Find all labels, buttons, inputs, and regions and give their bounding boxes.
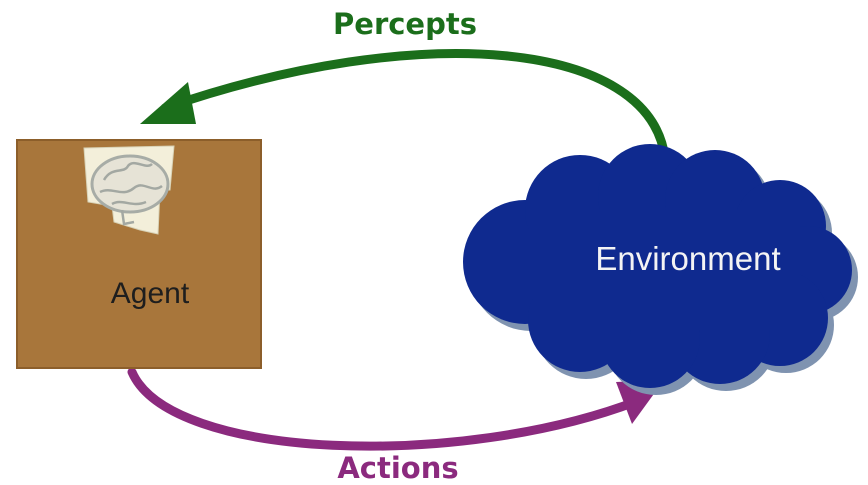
actions-arrow <box>127 367 664 451</box>
percepts-label: Percepts <box>333 7 477 41</box>
agent-label: Agent <box>111 277 190 310</box>
percepts-arrow <box>140 49 670 163</box>
environment-label: Environment <box>595 240 780 277</box>
actions-label: Actions <box>337 451 458 485</box>
environment-cloud <box>463 144 858 395</box>
brain-icon <box>83 145 175 235</box>
